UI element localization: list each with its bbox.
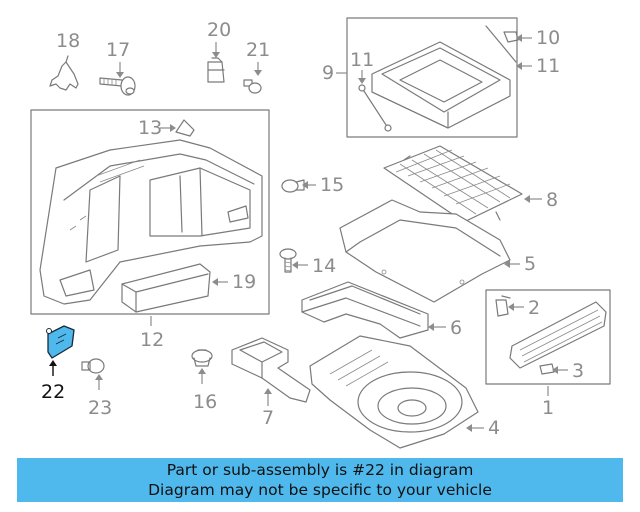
part-9-tonneau-cover (371, 41, 511, 129)
label-9: 9 (322, 62, 334, 84)
part-17-screw (99, 76, 136, 96)
part-23-screw (81, 358, 105, 374)
part-4-spare-tire-well (309, 335, 479, 449)
banner-line-1: Part or sub-assembly is #22 in diagram (166, 461, 474, 479)
arrowhead-2 (508, 303, 514, 311)
part-20-clip (207, 57, 225, 83)
arrowhead-7 (264, 388, 272, 394)
arrowhead-5 (504, 260, 510, 268)
part-5-floor-board (339, 199, 511, 303)
label-19: 19 (232, 271, 256, 293)
arrowhead-23 (95, 374, 103, 380)
label-18: 18 (56, 30, 80, 52)
part-8-cargo-net (383, 145, 523, 223)
part-7-support (231, 337, 311, 403)
part-2-clip (495, 295, 511, 317)
part-1-sill-plate (509, 301, 607, 369)
arrowhead-6 (428, 323, 434, 331)
part-10-strap (485, 25, 519, 63)
label-23: 23 (88, 397, 112, 419)
label-10: 10 (536, 27, 560, 49)
label-4: 4 (488, 417, 500, 439)
assembly-box-9 (346, 17, 518, 138)
label-2: 2 (528, 297, 540, 319)
label-22: 22 (41, 381, 65, 403)
arrowhead-20 (212, 52, 220, 58)
label-7: 7 (262, 407, 274, 429)
arrowhead-17 (116, 72, 124, 78)
label-6: 6 (450, 317, 462, 339)
part-12-trim-panel (39, 139, 263, 305)
arrowhead-8 (524, 195, 530, 203)
arrowhead-11-left (358, 78, 366, 84)
label-13: 13 (138, 117, 162, 139)
label-12: 12 (140, 329, 164, 351)
label-1: 1 (542, 397, 554, 419)
arrowhead-11-right (516, 62, 522, 70)
arrowhead-16 (198, 368, 206, 374)
part-14-screw (279, 248, 297, 273)
part-6-bracket (301, 281, 429, 339)
part-11-rod (358, 84, 392, 132)
part-19-cover (121, 263, 211, 313)
part-15-push-pin (281, 179, 305, 193)
arrowhead-10 (516, 34, 522, 42)
label-17: 17 (106, 39, 130, 61)
banner-line-2: Diagram may not be specific to your vehi… (148, 481, 492, 499)
part-3-pad (539, 363, 555, 375)
part-18-hook (49, 55, 79, 91)
arrowhead-22 (49, 360, 57, 366)
label-11-right: 11 (536, 55, 560, 77)
label-14: 14 (312, 255, 336, 277)
label-21: 21 (246, 39, 270, 61)
part-21-bolt (243, 79, 262, 94)
info-banner: Part or sub-assembly is #22 in diagram D… (17, 458, 623, 502)
assembly-box-12 (30, 109, 270, 315)
part-13-clip (175, 119, 195, 137)
arrowhead-15 (302, 181, 308, 189)
label-8: 8 (546, 189, 558, 211)
label-20: 20 (207, 19, 231, 41)
label-11-left: 11 (350, 49, 374, 71)
label-5: 5 (524, 253, 536, 275)
arrowhead-14 (292, 261, 298, 269)
part-16-grommet (191, 349, 213, 367)
assembly-box-1 (485, 289, 611, 385)
arrowhead-13 (170, 124, 176, 132)
part-22-clip-highlighted (46, 325, 75, 359)
arrowhead-4 (466, 424, 472, 432)
arrowhead-3 (552, 366, 558, 374)
label-15: 15 (320, 174, 344, 196)
label-16: 16 (193, 391, 217, 413)
arrowhead-21 (254, 70, 262, 76)
arrowhead-19 (212, 278, 218, 286)
label-3: 3 (572, 360, 584, 382)
